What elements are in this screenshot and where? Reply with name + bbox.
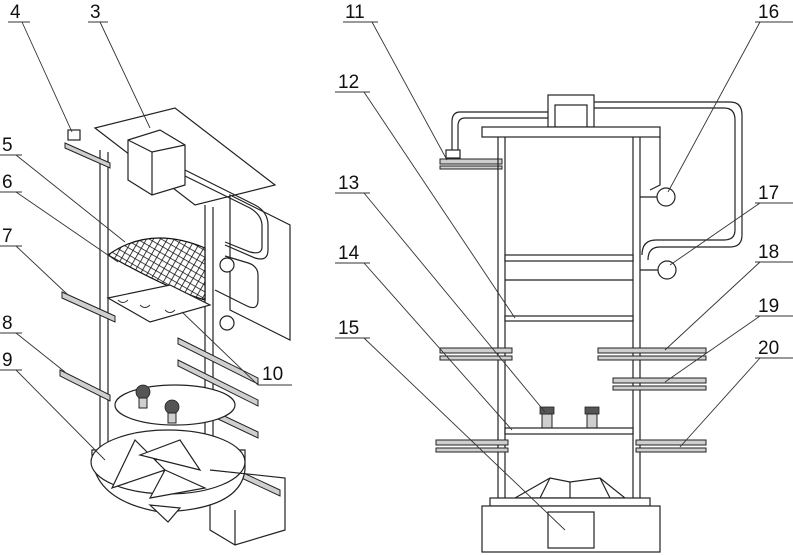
label-4: 4 bbox=[10, 2, 21, 23]
rail-20 bbox=[635, 439, 707, 446]
rail-8 bbox=[59, 369, 111, 402]
label-16: 16 bbox=[758, 2, 779, 23]
rail-left-1 bbox=[439, 347, 513, 354]
pipe-loop-upper bbox=[184, 169, 269, 260]
label-12: 12 bbox=[338, 72, 359, 93]
tray-plate bbox=[106, 284, 212, 323]
filter-mesh bbox=[106, 237, 206, 301]
upper-plate bbox=[504, 254, 634, 262]
right-front-view bbox=[435, 94, 743, 553]
rail-19 bbox=[612, 377, 707, 384]
label-5: 5 bbox=[2, 135, 13, 156]
left-isometric-view bbox=[59, 107, 291, 546]
rail-7 bbox=[61, 291, 116, 323]
rail-left-2 bbox=[435, 439, 509, 446]
filter-plate-12 bbox=[504, 315, 634, 322]
label-18: 18 bbox=[758, 242, 779, 263]
knob-right bbox=[584, 406, 600, 415]
small-connector bbox=[445, 149, 461, 159]
valve-upper-left bbox=[219, 257, 235, 273]
label-20: 20 bbox=[758, 338, 779, 359]
label-11: 11 bbox=[345, 2, 365, 23]
valve-lower-left bbox=[219, 315, 235, 331]
label-19: 19 bbox=[758, 296, 779, 317]
label-3: 3 bbox=[90, 2, 101, 23]
plate-14 bbox=[504, 427, 634, 435]
label-6: 6 bbox=[2, 172, 13, 193]
label-10: 10 bbox=[262, 364, 283, 385]
label-13: 13 bbox=[338, 173, 359, 194]
part-numbers: 4 3 5 6 7 8 9 10 11 12 13 14 15 16 17 18… bbox=[2, 2, 779, 385]
rail-18 bbox=[597, 347, 707, 354]
motor-box bbox=[127, 129, 186, 196]
right-pipe-loop bbox=[594, 101, 743, 261]
leader-lines-left bbox=[0, 21, 292, 461]
valve-17 bbox=[657, 260, 677, 280]
leader-lines-right bbox=[335, 21, 793, 531]
label-15: 15 bbox=[338, 318, 359, 339]
label-8: 8 bbox=[2, 313, 13, 334]
top-cover bbox=[481, 126, 661, 138]
label-14: 14 bbox=[338, 243, 360, 264]
label-9: 9 bbox=[2, 350, 13, 371]
label-17: 17 bbox=[758, 183, 779, 204]
motor-15 bbox=[547, 511, 595, 549]
valve-16 bbox=[656, 187, 676, 207]
pipe-loop-lower bbox=[214, 255, 259, 309]
bracket-4 bbox=[67, 129, 81, 141]
label-7: 7 bbox=[2, 226, 13, 247]
base-frame bbox=[489, 497, 651, 507]
